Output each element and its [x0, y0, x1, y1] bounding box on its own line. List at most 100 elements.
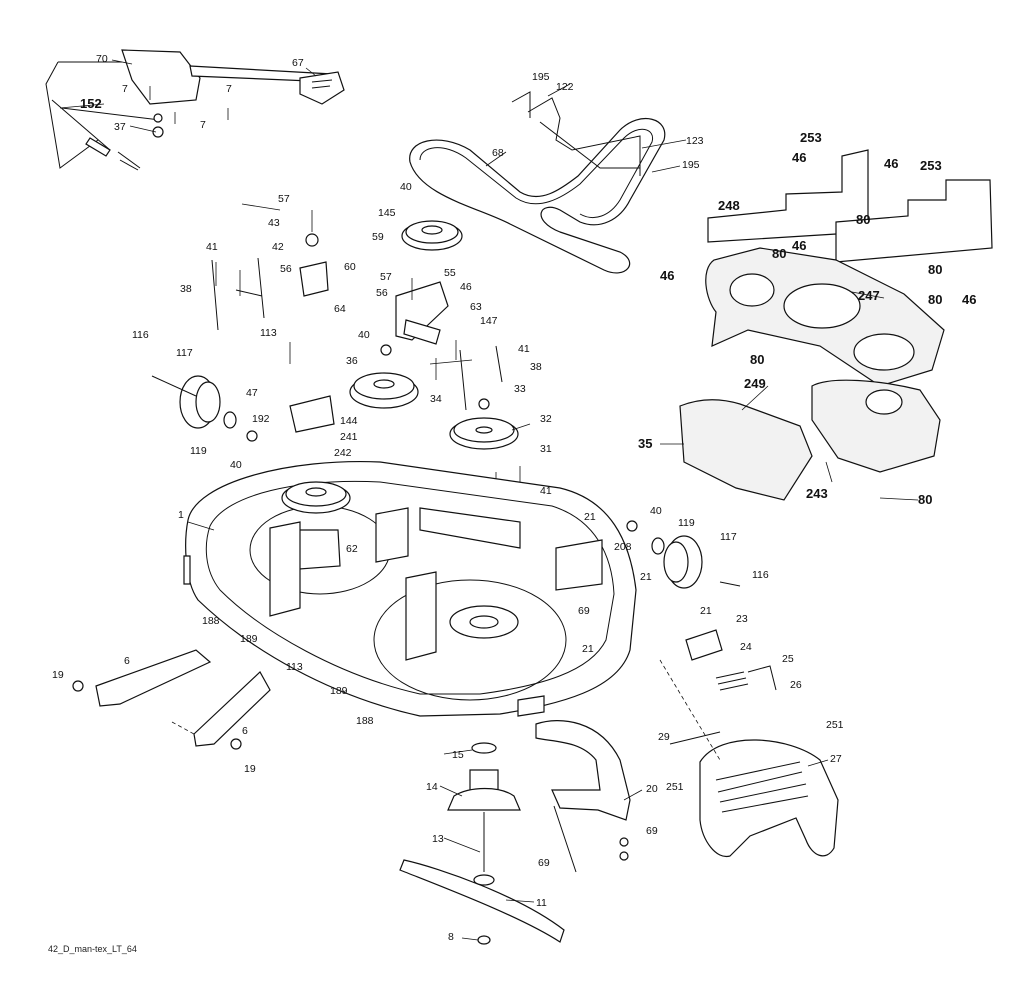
deck-side-brackets [183, 507, 603, 717]
deflector-bracket-spring [659, 629, 777, 761]
callout-249: 249 [744, 376, 766, 391]
callout-144: 144 [340, 415, 358, 427]
right-gauge-wheel [626, 520, 741, 589]
callout-7: 7 [226, 83, 232, 95]
callout-leaders [59, 59, 919, 941]
callout-64: 64 [334, 303, 346, 315]
callout-20: 20 [646, 783, 658, 795]
callout-19: 19 [52, 669, 64, 681]
callout-42: 42 [272, 241, 284, 253]
callout-21: 21 [700, 605, 712, 617]
callout-41: 41 [206, 241, 218, 253]
callout-241: 241 [340, 431, 358, 443]
callout-248: 248 [718, 198, 740, 213]
callout-80: 80 [928, 262, 942, 277]
callout-37: 37 [114, 121, 126, 133]
callout-145: 145 [378, 207, 396, 219]
callout-70: 70 [96, 53, 108, 65]
callout-195: 195 [532, 71, 550, 83]
callout-69: 69 [578, 605, 590, 617]
callout-24: 24 [740, 641, 752, 653]
drive-belt [409, 117, 666, 274]
callout-38: 38 [180, 283, 192, 295]
spindle-blade-assembly [399, 742, 565, 945]
callout-251: 251 [826, 719, 844, 731]
callout-57: 57 [278, 193, 290, 205]
callout-46: 46 [792, 150, 806, 165]
callout-46: 46 [962, 292, 976, 307]
callout-80: 80 [918, 492, 932, 507]
callout-208: 208 [614, 541, 632, 553]
callout-46: 46 [460, 281, 472, 293]
hardware-bolts [215, 210, 521, 496]
idler-pulleys [349, 220, 519, 450]
callout-192: 192 [252, 413, 270, 425]
callout-113: 113 [286, 661, 303, 673]
callout-29: 29 [658, 731, 670, 743]
callout-25: 25 [782, 653, 794, 665]
callout-8: 8 [448, 931, 454, 943]
callout-147: 147 [480, 315, 498, 327]
deck-hanger-arms [72, 649, 271, 750]
callout-15: 15 [452, 749, 464, 761]
callout-36: 36 [346, 355, 358, 367]
callout-119: 119 [678, 517, 695, 529]
callout-80: 80 [750, 352, 764, 367]
callout-117: 117 [176, 347, 193, 359]
callout-62: 62 [346, 543, 358, 555]
callout-35: 35 [638, 436, 652, 451]
callout-56: 56 [376, 287, 388, 299]
callout-116: 116 [132, 329, 149, 341]
callout-26: 26 [790, 679, 802, 691]
handle-grip-part [299, 71, 345, 105]
callout-6: 6 [242, 725, 248, 737]
callout-113: 113 [260, 327, 277, 339]
footer-code: 42_D_man-tex_LT_64 [48, 944, 137, 954]
callout-40: 40 [400, 181, 412, 193]
callout-41: 41 [540, 485, 552, 497]
callout-116: 116 [752, 569, 769, 581]
idler-arm-brackets [211, 257, 503, 433]
callout-80: 80 [856, 212, 870, 227]
callout-21: 21 [584, 511, 596, 523]
callout-69: 69 [538, 857, 550, 869]
callout-80: 80 [928, 292, 942, 307]
callout-63: 63 [470, 301, 482, 313]
deck-spindle-pulley [281, 481, 351, 514]
callout-labels: 70 67 7 7 152 37 7 195 122 123 195 68 25… [52, 53, 976, 943]
lift-lever-assembly [45, 49, 335, 171]
callout-55: 55 [444, 267, 456, 279]
callout-251: 251 [666, 781, 684, 793]
callout-56: 56 [280, 263, 292, 275]
callout-47: 47 [246, 387, 258, 399]
callout-34: 34 [430, 393, 442, 405]
callout-7: 7 [200, 119, 206, 131]
callout-117: 117 [720, 531, 737, 543]
callout-189: 189 [240, 633, 258, 645]
callout-189: 189 [330, 685, 348, 697]
callout-188: 188 [356, 715, 374, 727]
belt-guide-bracket [511, 91, 641, 176]
callout-33: 33 [514, 383, 526, 395]
callout-46: 46 [792, 238, 806, 253]
callout-43: 43 [268, 217, 280, 229]
callout-14: 14 [426, 781, 438, 793]
callout-7: 7 [122, 83, 128, 95]
callout-27: 27 [830, 753, 842, 765]
left-gauge-wheel [151, 375, 258, 442]
callout-21: 21 [640, 571, 652, 583]
callout-6: 6 [124, 655, 130, 667]
callout-32: 32 [540, 413, 552, 425]
callout-40: 40 [230, 459, 242, 471]
callout-242: 242 [334, 447, 352, 459]
callout-253: 253 [920, 158, 942, 173]
callout-69: 69 [646, 825, 658, 837]
callout-46: 46 [660, 268, 674, 283]
callout-119: 119 [190, 445, 207, 457]
callout-23: 23 [736, 613, 748, 625]
callout-80: 80 [772, 246, 786, 261]
discharge-deflector [699, 739, 839, 858]
belt-cover-shields [679, 149, 993, 501]
callout-68: 68 [492, 147, 504, 159]
